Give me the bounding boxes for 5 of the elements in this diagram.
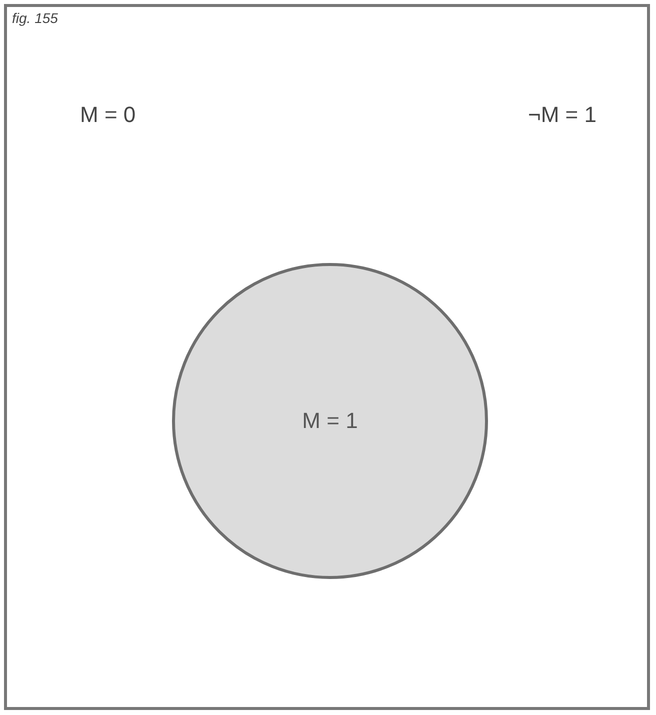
region-label: M = 0 — [80, 102, 136, 128]
region-label: ¬M = 1 — [528, 102, 596, 128]
frame-box — [4, 4, 650, 710]
figure-number: fig. 155 — [12, 10, 58, 26]
set-label: M = 1 — [302, 408, 358, 434]
